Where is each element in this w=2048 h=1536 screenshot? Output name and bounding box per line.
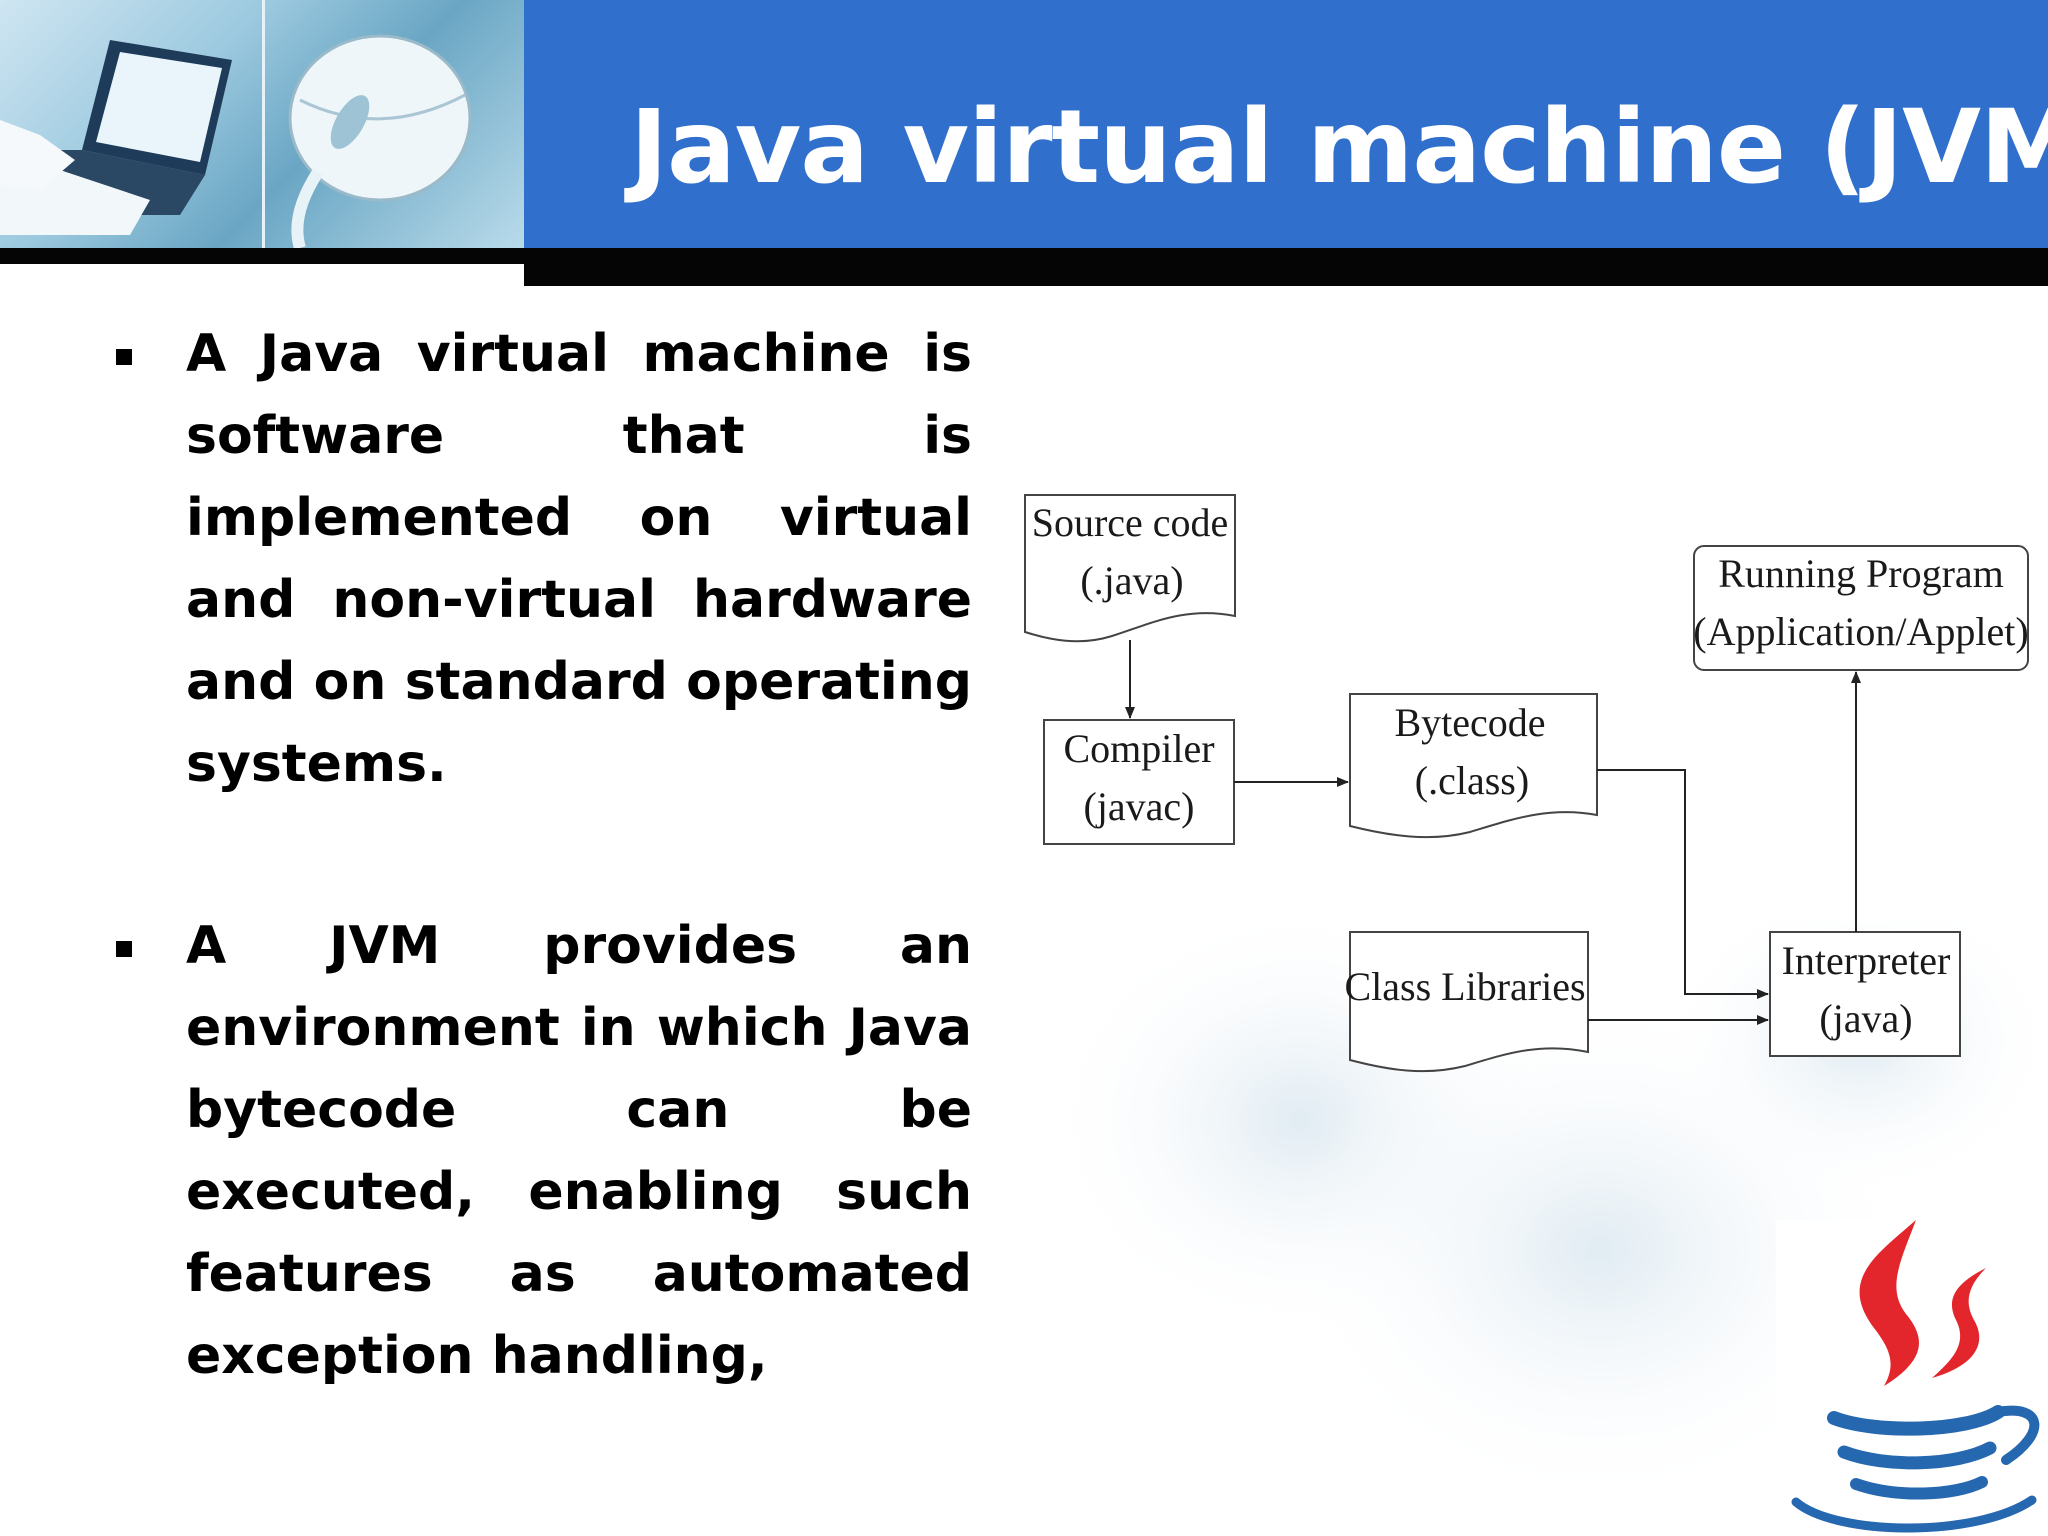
compiler-node: Compiler (javac) [1043,719,1235,845]
running-program-type: (Application/Applet) [1693,609,2028,654]
photo-divider [262,0,265,248]
interpreter-cmd: (java) [1819,996,1912,1041]
bytecode-ext: (.class) [1415,758,1529,803]
slide-title: Java virtual machine (JVM) [630,88,2048,207]
jvm-flow-diagram: Source code (.java) Compiler (javac) Byt… [1024,494,2029,1073]
interpreter-node: Interpreter (java) [1769,931,1961,1057]
steam-icon [1859,1220,1986,1386]
running-program-label: Running Program [1718,551,2004,596]
java-coffee-cup-logo-icon [1776,1220,2048,1536]
bullet-square-icon [116,941,132,957]
header-rule-left [0,248,524,264]
cup-icon [1791,1405,2040,1533]
source-code-label: Source code [1032,500,1229,545]
bullet-text: A JVM provides an environment in which J… [186,916,972,1386]
laptop-icon [0,40,232,235]
source-code-node: Source code (.java) [1024,494,1236,643]
bullet-square-icon [116,349,132,365]
bytecode-label: Bytecode [1394,700,1545,745]
header-band [524,0,2048,248]
class-libraries-label: Class Libraries [1344,964,1585,1009]
running-program-node: Running Program (Application/Applet) [1693,545,2029,671]
class-libraries-node: Class Libraries [1344,931,1589,1073]
header-photo [0,0,524,248]
header-rule-right [524,248,2048,286]
compiler-cmd: (javac) [1083,784,1194,829]
mouse-icon [288,34,472,248]
compiler-label: Compiler [1063,726,1214,771]
arrow-bytecode-to-interpreter [1597,769,1769,999]
laptop-mouse-image [0,34,472,248]
bytecode-node: Bytecode (.class) [1349,693,1598,839]
bullet-text: A Java virtual machine is software that … [186,324,972,794]
interpreter-label: Interpreter [1782,938,1951,983]
source-code-ext: (.java) [1080,558,1183,603]
